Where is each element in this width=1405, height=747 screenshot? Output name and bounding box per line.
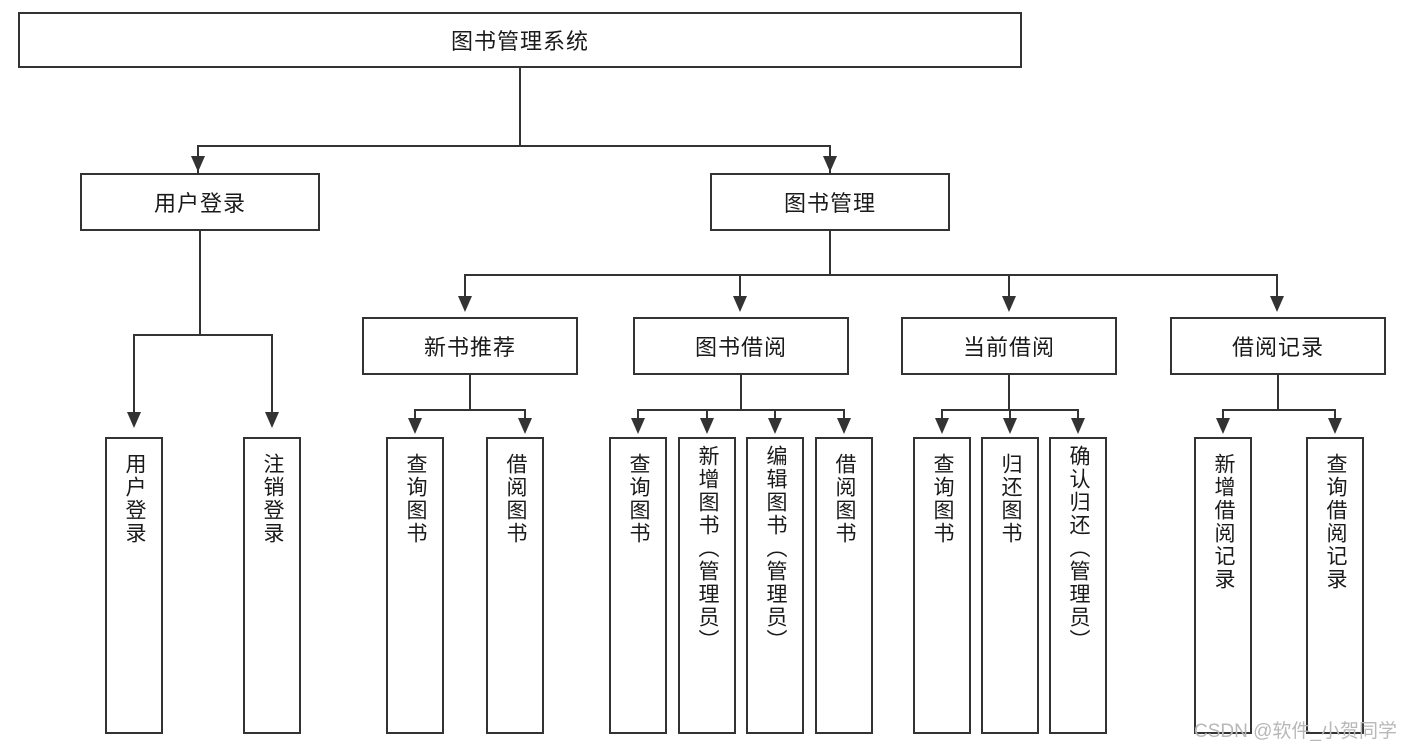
arrow-to-bb-2 — [768, 418, 782, 434]
arrow-to-user-login — [191, 156, 205, 172]
leaf-label: 归还图书 — [999, 453, 1023, 545]
connector-root-bus — [197, 145, 831, 147]
connector-br-bus — [1222, 409, 1336, 411]
connector-drop-ul-leaf-1 — [271, 334, 273, 424]
leaf-user-login-logout[interactable]: 注销登录 — [243, 437, 301, 734]
arrow-to-cb-1 — [1003, 418, 1017, 434]
leaf-bb-query-book[interactable]: 查询图书 — [609, 437, 667, 734]
leaf-nbr-query-book[interactable]: 查询图书 — [386, 437, 444, 734]
leaf-label: 查询图书 — [627, 453, 651, 545]
leaf-label: 查询图书 — [404, 453, 428, 545]
leaf-label: 编辑图书（管理员） — [764, 445, 788, 652]
leaf-cb-confirm-return-admin[interactable]: 确认归还（管理员） — [1049, 437, 1107, 734]
connector-bb-bus — [637, 409, 845, 411]
node-label: 借阅记录 — [1231, 335, 1324, 360]
leaf-label: 用户登录 — [123, 453, 147, 545]
arrow-to-l3-2 — [1002, 296, 1016, 312]
leaf-nbr-borrow-book[interactable]: 借阅图书 — [486, 437, 544, 734]
node-label: 新书推荐 — [423, 335, 516, 360]
connector-drop-l3-1 — [739, 274, 741, 302]
arrow-to-br-0 — [1216, 418, 1230, 434]
connector-br-stem — [1277, 375, 1279, 410]
connector-root-stem — [519, 68, 521, 146]
connector-nbr-stem — [469, 375, 471, 410]
connector-book-manage-stem — [829, 231, 831, 275]
node-label: 用户登录 — [153, 191, 246, 216]
leaf-label: 借阅图书 — [833, 453, 857, 545]
leaf-label: 查询图书 — [931, 453, 955, 545]
connector-drop-l3-3 — [1276, 274, 1278, 302]
node-label: 图书管理系统 — [450, 29, 589, 54]
connector-drop-l3-2 — [1008, 274, 1010, 302]
leaf-label: 新增借阅记录 — [1212, 453, 1236, 591]
arrow-to-bb-0 — [631, 418, 645, 434]
leaf-bb-edit-book-admin[interactable]: 编辑图书（管理员） — [746, 437, 804, 734]
leaf-bb-borrow-book[interactable]: 借阅图书 — [815, 437, 873, 734]
node-label: 当前借阅 — [962, 335, 1055, 360]
arrow-to-ul-leaf-1 — [265, 412, 279, 428]
leaf-label: 确认归还（管理员） — [1067, 445, 1091, 652]
node-current-borrow[interactable]: 当前借阅 — [901, 317, 1117, 375]
arrow-to-nbr-1 — [518, 418, 532, 434]
node-borrow-record[interactable]: 借阅记录 — [1170, 317, 1386, 375]
leaf-label: 注销登录 — [261, 453, 285, 545]
node-book-management[interactable]: 图书管理 — [710, 173, 950, 231]
node-book-borrow[interactable]: 图书借阅 — [633, 317, 849, 375]
leaf-label: 借阅图书 — [504, 453, 528, 545]
arrow-to-nbr-0 — [408, 418, 422, 434]
node-user-login[interactable]: 用户登录 — [80, 173, 320, 231]
leaf-cb-query-book[interactable]: 查询图书 — [913, 437, 971, 734]
leaf-user-login-login[interactable]: 用户登录 — [105, 437, 163, 734]
node-new-book-recommend[interactable]: 新书推荐 — [362, 317, 578, 375]
arrow-to-l3-3 — [1270, 296, 1284, 312]
connector-book-manage-bus — [464, 274, 1278, 276]
arrow-to-ul-leaf-0 — [127, 412, 141, 428]
arrow-to-book-manage — [823, 156, 837, 172]
leaf-cb-return-book[interactable]: 归还图书 — [981, 437, 1039, 734]
connector-drop-l3-0 — [464, 274, 466, 302]
arrow-to-cb-0 — [935, 418, 949, 434]
connector-nbr-bus — [414, 409, 526, 411]
leaf-br-add-record[interactable]: 新增借阅记录 — [1194, 437, 1252, 734]
arrow-to-br-1 — [1328, 418, 1342, 434]
leaf-label: 查询借阅记录 — [1324, 453, 1348, 591]
leaf-label: 新增图书（管理员） — [696, 445, 720, 652]
arrow-to-bb-3 — [837, 418, 851, 434]
connector-user-login-bus — [133, 334, 273, 336]
arrow-to-l3-1 — [733, 296, 747, 312]
connector-user-login-stem — [199, 231, 201, 335]
node-label: 图书管理 — [783, 191, 876, 216]
connector-bb-stem — [740, 375, 742, 410]
node-root-system[interactable]: 图书管理系统 — [18, 12, 1022, 68]
connector-cb-stem — [1008, 375, 1010, 410]
arrow-to-l3-0 — [458, 296, 472, 312]
node-label: 图书借阅 — [694, 335, 787, 360]
arrow-to-cb-2 — [1071, 418, 1085, 434]
connector-drop-ul-leaf-0 — [133, 334, 135, 424]
leaf-br-query-record[interactable]: 查询借阅记录 — [1306, 437, 1364, 734]
arrow-to-bb-1 — [700, 418, 714, 434]
leaf-bb-add-book-admin[interactable]: 新增图书（管理员） — [678, 437, 736, 734]
